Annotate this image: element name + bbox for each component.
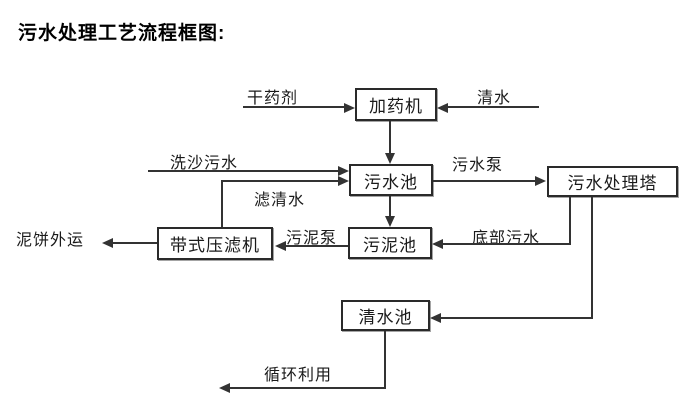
edge-label-bottom-sewage: 底部污水: [472, 230, 541, 247]
node-sewage-treatment-tower: 污水处理塔: [547, 166, 678, 197]
edge-label-mud-cake-out: 泥饼外运: [16, 232, 85, 249]
arrowhead-bottom-sewage: [432, 239, 443, 249]
edge-label-sewage-pump: 污水泵: [452, 157, 504, 174]
connector-tower-to-clean-h: [439, 317, 593, 319]
arrowhead-sewage-to-sludge: [385, 216, 395, 227]
node-clean-water-pool: 清水池: [341, 300, 430, 331]
connector-dosing-to-sewage: [389, 121, 391, 155]
arrowhead-recycle: [219, 383, 230, 393]
edge-label-sludge-pump: 污泥泵: [286, 230, 338, 247]
connector-bottom-sewage-v: [569, 197, 571, 245]
arrowhead-mud-cake-out: [102, 238, 113, 248]
connector-sludge-pump: [284, 245, 348, 247]
node-sewage-pool: 污水池: [349, 164, 433, 196]
connector-filtered-water-v: [221, 180, 223, 227]
edge-label-sand-washing-sewage: 洗沙污水: [170, 155, 239, 172]
arrowhead-sand-washing: [338, 166, 349, 176]
connector-recycle-h: [228, 387, 386, 389]
connector-tower-to-clean-v: [591, 197, 593, 319]
arrowhead-tower-to-clean: [430, 313, 441, 323]
arrowhead-sludge-pump: [275, 241, 286, 251]
arrowhead-sewage-pump: [535, 176, 546, 186]
arrowhead-clean-water: [437, 103, 448, 113]
connector-clean-water: [447, 106, 539, 108]
connector-filtered-water-h: [221, 180, 340, 182]
node-sludge-pool: 污泥池: [348, 227, 432, 259]
connector-sand-washing: [148, 170, 340, 172]
connector-sewage-to-sludge: [389, 196, 391, 218]
arrowhead-dry-chemical: [344, 103, 355, 113]
arrowhead-filtered-water: [338, 176, 349, 186]
connector-dry-chemical: [243, 106, 346, 108]
edge-label-clean-water: 清水: [477, 90, 512, 107]
arrowhead-dosing-to-sewage: [385, 153, 395, 164]
edge-label-dry-chemical: 干药剂: [247, 90, 299, 107]
edge-label-filtered-water: 滤清水: [254, 192, 306, 209]
node-dosing-machine: 加药机: [355, 88, 437, 121]
connector-recycle-v: [384, 331, 386, 389]
page-title: 污水处理工艺流程框图:: [18, 23, 226, 44]
connector-mud-cake-out: [111, 242, 157, 244]
connector-bottom-sewage-h: [441, 243, 571, 245]
edge-label-recycle: 循环利用: [264, 367, 333, 384]
node-belt-filter-press: 带式压滤机: [157, 227, 273, 260]
connector-sewage-pump: [433, 180, 537, 182]
